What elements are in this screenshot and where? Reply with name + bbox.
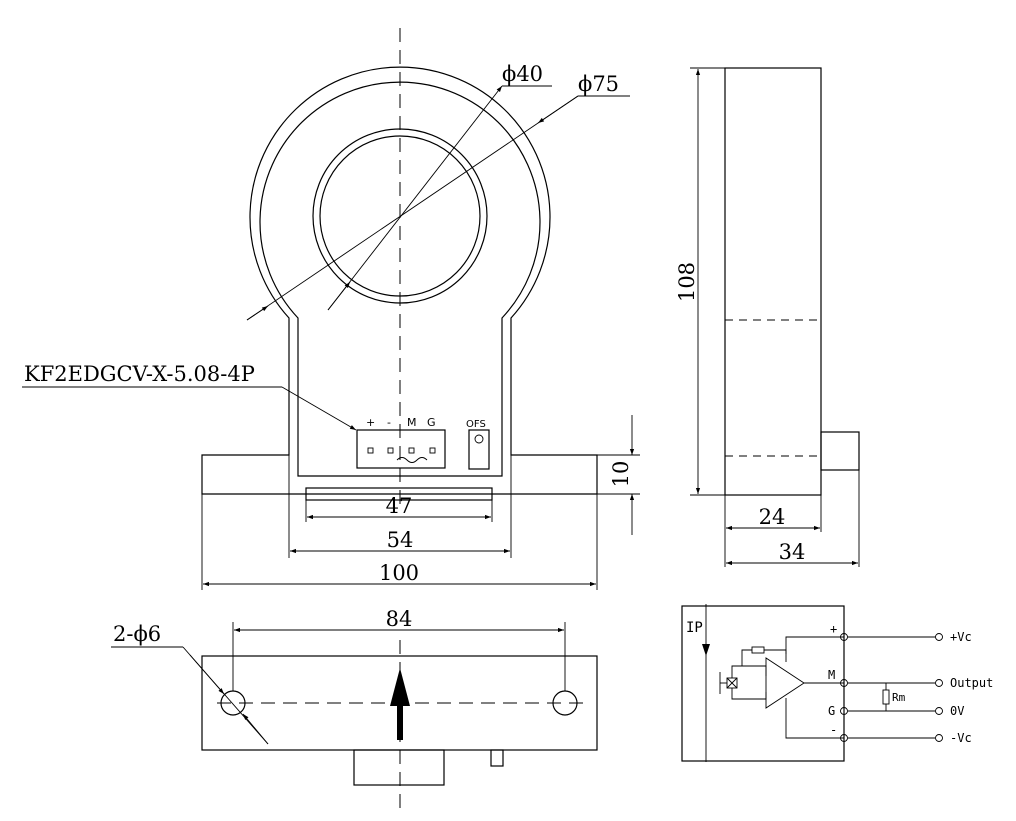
outer-body-outline bbox=[201, 66, 598, 495]
dim-84-label: 84 bbox=[386, 607, 413, 631]
terminal-node bbox=[840, 633, 848, 641]
outer-diameter-leader bbox=[246, 95, 579, 321]
output-vc-minus-label: -Vc bbox=[950, 731, 972, 745]
connector-model-label: KF2EDGCV-X-5.08-4P bbox=[24, 362, 255, 386]
dim-10-label: 10 bbox=[609, 461, 633, 488]
aperture-inner-circle bbox=[319, 135, 481, 297]
pin-label-g: G bbox=[427, 416, 436, 429]
pin-hole bbox=[429, 447, 436, 454]
output-signal-label: Output bbox=[950, 676, 993, 690]
offset-trimmer bbox=[468, 429, 490, 470]
holes-leader-arrow-a bbox=[189, 654, 225, 695]
pin-hole bbox=[387, 447, 394, 454]
outer-diameter-arrow-b bbox=[537, 95, 579, 124]
dim-34-label: 34 bbox=[779, 540, 806, 564]
dim-47-label: 47 bbox=[386, 494, 413, 518]
hall-sensor-x bbox=[726, 677, 738, 689]
terminal-m-label: M bbox=[828, 668, 835, 682]
outer-diameter-arrow-a bbox=[246, 305, 269, 321]
wire bbox=[764, 649, 787, 662]
offset-label: OFS bbox=[466, 419, 486, 430]
bottom-connector bbox=[353, 749, 445, 786]
front-view: ϕ40 ϕ75 KF2EDGCV-X-5.08-4P + - M G OFS 1… bbox=[22, 28, 640, 590]
output-terminal bbox=[935, 707, 943, 715]
wire bbox=[731, 688, 767, 700]
side-connector bbox=[820, 431, 860, 471]
dim-24-label: 24 bbox=[759, 505, 786, 529]
op-amp-icon bbox=[765, 657, 805, 709]
inner-diameter-label: ϕ40 bbox=[502, 62, 543, 86]
pin-label-plus: + bbox=[366, 416, 375, 429]
terminal-node bbox=[840, 734, 848, 742]
terminal-plus-label: + bbox=[830, 622, 837, 636]
holes-label: 2-ϕ6 bbox=[113, 622, 161, 646]
dim-108-label: 108 bbox=[675, 262, 699, 302]
base-slot bbox=[305, 487, 493, 501]
connector-wave bbox=[396, 457, 428, 463]
wire bbox=[785, 698, 844, 739]
bottom-trimmer bbox=[490, 749, 504, 767]
load-resistor-icon bbox=[882, 689, 890, 705]
terminal-node bbox=[840, 679, 848, 687]
current-direction-arrow-icon bbox=[390, 668, 410, 706]
pin-hole bbox=[367, 447, 374, 454]
output-terminal bbox=[935, 633, 943, 641]
outer-diameter-label: ϕ75 bbox=[578, 72, 619, 96]
output-terminal bbox=[935, 679, 943, 687]
primary-current-label: IP bbox=[686, 620, 703, 636]
trimmer-screw-icon bbox=[474, 434, 484, 444]
aperture-outer-circle bbox=[312, 128, 488, 304]
dim-100-label: 100 bbox=[379, 561, 419, 585]
bottom-view: 84 2-ϕ6 bbox=[111, 607, 598, 810]
wire bbox=[741, 649, 752, 666]
inner-diameter-leader bbox=[327, 85, 503, 311]
output-0v-label: 0V bbox=[950, 704, 964, 718]
pin-hole bbox=[408, 447, 415, 454]
pin-label-minus: - bbox=[387, 416, 391, 429]
wire bbox=[785, 636, 844, 654]
wire bbox=[731, 665, 767, 678]
feedback-resistor-icon bbox=[751, 646, 765, 654]
side-body bbox=[724, 67, 822, 496]
primary-current-arrow-icon bbox=[702, 644, 710, 656]
terminal-connector bbox=[356, 429, 446, 469]
circuit-frame bbox=[681, 605, 845, 762]
output-vc-plus-label: +Vc bbox=[950, 630, 972, 644]
terminal-g-label: G bbox=[828, 704, 835, 718]
output-terminal bbox=[935, 734, 943, 742]
terminal-minus-label: - bbox=[830, 723, 837, 737]
terminal-node bbox=[840, 707, 848, 715]
side-view: 108 24 34 bbox=[675, 67, 860, 567]
inner-body-outline bbox=[259, 81, 541, 477]
holes-leader-arrow-b bbox=[242, 713, 269, 745]
connector-leader bbox=[281, 386, 357, 431]
dim-54-label: 54 bbox=[387, 528, 414, 552]
circuit-diagram: IP + M G - bbox=[681, 604, 993, 762]
load-resistor-label: Rm bbox=[892, 691, 906, 704]
pin-label-m: M bbox=[407, 416, 417, 429]
inner-diameter-leader-b bbox=[327, 281, 351, 311]
